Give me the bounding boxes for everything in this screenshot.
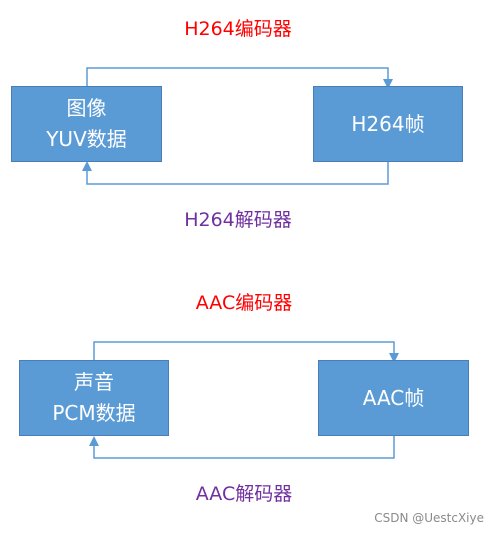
pcm-data-box: 声音 PCM数据: [19, 360, 169, 436]
aac-decoder-label: AAC解码器: [195, 483, 293, 505]
h264-decoder-label: H264解码器: [184, 209, 292, 231]
pcm-box-line2: PCM数据: [52, 401, 136, 425]
aac-frame-box: AAC帧: [318, 360, 469, 436]
aac-decode-arrow: [89, 435, 395, 459]
aac-encoder-label: AAC编码器: [195, 292, 293, 314]
watermark-text: CSDN @UestcXiye: [374, 511, 484, 525]
h264-encode-arrow: [86, 67, 393, 89]
aac-box-line1: AAC帧: [362, 385, 425, 410]
h264-decode-arrow: [82, 161, 389, 185]
yuv-box-line2: YUV数据: [46, 127, 127, 151]
h264-frame-box: H264帧: [313, 86, 463, 162]
pcm-box-line1: 声音: [74, 370, 114, 394]
h264-encoder-label: H264编码器: [184, 18, 292, 40]
yuv-data-box: 图像 YUV数据: [11, 86, 162, 162]
yuv-box-line1: 图像: [66, 96, 107, 120]
h264-box-line1: H264帧: [351, 111, 425, 136]
aac-encode-arrow: [93, 341, 399, 363]
